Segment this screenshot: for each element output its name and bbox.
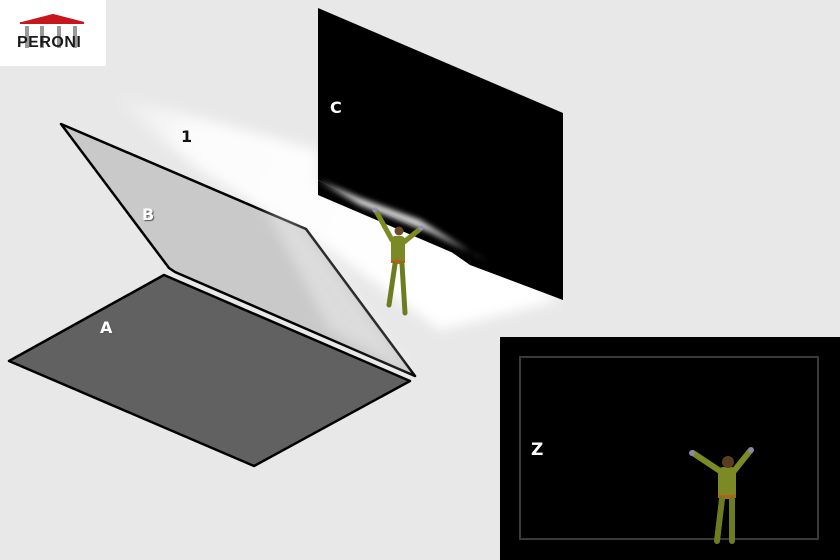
monitor-figure (689, 447, 754, 544)
monitor-z-label: Z (531, 440, 544, 460)
monitor-z-frame (519, 356, 819, 540)
beam-label: 1 (181, 127, 193, 146)
logo-brand-text: PERONI (17, 34, 82, 51)
light-beam (105, 92, 560, 330)
performer-figure (372, 207, 424, 316)
monitor-z: Z (500, 337, 840, 560)
plane-b-label: B (142, 205, 155, 224)
plane-a (7, 273, 412, 468)
screen-c-label: C (330, 98, 342, 117)
screen-c (318, 8, 563, 300)
plane-a-label: A (100, 318, 113, 337)
logo-columns-icon (22, 14, 84, 48)
